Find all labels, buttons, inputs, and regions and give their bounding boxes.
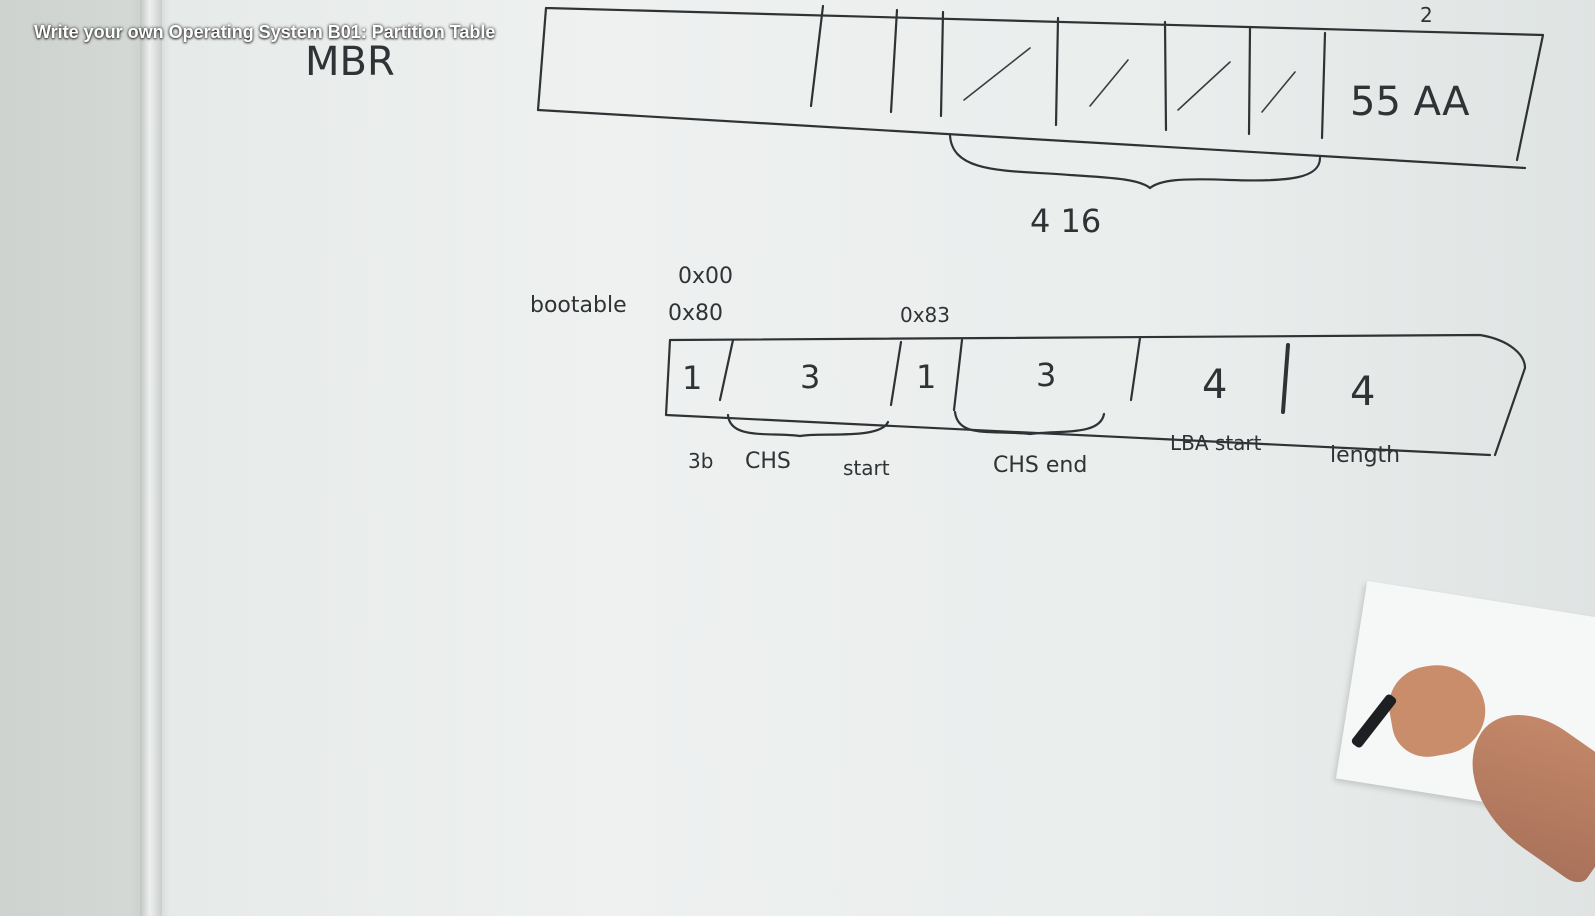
field-size-length: 4 xyxy=(1350,369,1375,415)
field-label-3b: 3b xyxy=(688,449,713,473)
partition-count-note: 4 16 xyxy=(1030,202,1101,240)
bootable-value-inactive: 0x00 xyxy=(678,264,733,289)
partition-table-brace xyxy=(948,133,1322,190)
field-label-lba-start: LBA start xyxy=(1170,431,1262,455)
partition-slot-slash xyxy=(1089,59,1129,107)
partition-type-value: 0x83 xyxy=(900,303,950,327)
mbr-divider xyxy=(1320,31,1327,140)
bootable-label: bootable xyxy=(530,293,627,318)
partition-slot-slash xyxy=(963,47,1031,101)
entry-divider xyxy=(952,338,964,412)
partition-entry-box xyxy=(664,333,1527,457)
mbr-divider xyxy=(939,10,945,118)
field-size-chs-start: 3 xyxy=(800,358,820,396)
field-label-start: start xyxy=(843,456,890,480)
boot-signature: 55 AA xyxy=(1350,79,1470,125)
mbr-divider xyxy=(889,8,899,114)
partition-slot-slash xyxy=(1177,61,1231,111)
field-size-lba-start: 4 xyxy=(1202,362,1227,408)
mbr-label: MBR xyxy=(305,39,395,85)
mbr-divider xyxy=(1054,16,1060,127)
mbr-divider xyxy=(1247,26,1252,136)
signature-size: 2 xyxy=(1420,3,1433,27)
field-label-chs: CHS xyxy=(745,449,791,474)
field-size-chs-end: 3 xyxy=(1036,356,1056,394)
mbr-divider xyxy=(809,4,825,108)
entry-divider xyxy=(718,338,735,402)
chs-start-brace xyxy=(726,413,890,438)
whiteboard-frame-edge xyxy=(140,0,162,916)
mbr-divider xyxy=(1163,20,1168,132)
field-size-status: 1 xyxy=(682,359,702,397)
field-label-length: length xyxy=(1330,443,1400,468)
entry-divider xyxy=(1129,336,1142,402)
entry-divider xyxy=(889,340,903,407)
bootable-value-active: 0x80 xyxy=(668,301,723,326)
entry-divider xyxy=(1281,343,1290,414)
mbr-box xyxy=(536,6,1545,170)
video-title[interactable]: Write your own Operating System B01: Par… xyxy=(34,22,496,42)
chs-end-brace xyxy=(953,410,1106,436)
partition-slot-slash xyxy=(1261,71,1296,113)
field-label-chs-end: CHS end xyxy=(993,453,1087,478)
field-size-type: 1 xyxy=(916,358,936,396)
